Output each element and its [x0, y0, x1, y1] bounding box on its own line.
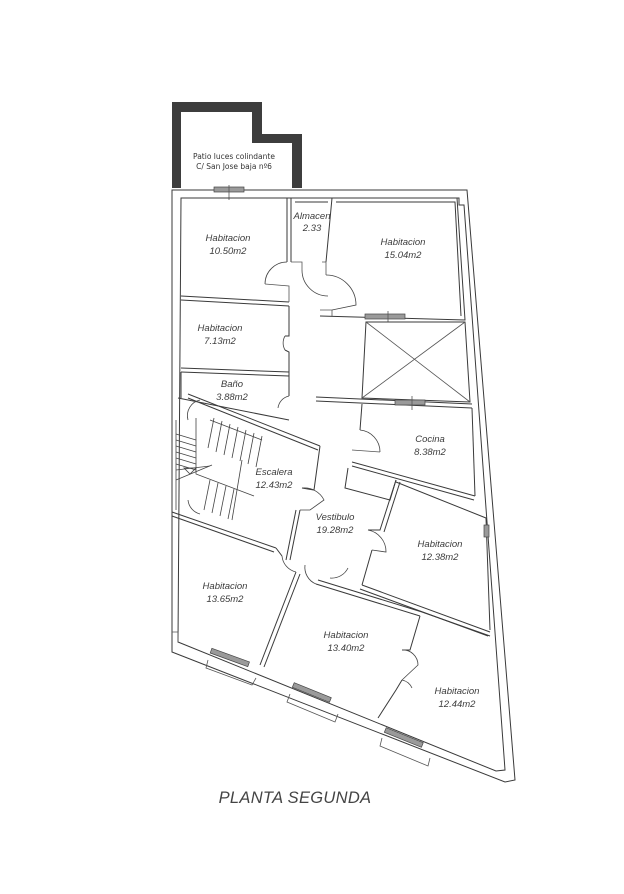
patio-label-line1: Patio luces colindante: [193, 152, 275, 161]
room-name-habitacion-4: Habitacion: [418, 539, 463, 550]
room-area-bano: 3.88m2: [216, 392, 248, 403]
room-labels: Habitacion 10.50m2 Almacen 2.33 Habitaci…: [198, 211, 480, 710]
patio-label-line2: C/ San Jose baja nº6: [196, 162, 272, 171]
staircase-icon: [175, 417, 263, 521]
room-name-escalera: Escalera: [256, 467, 293, 478]
room-name-habitacion-5: Habitacion: [203, 581, 248, 592]
room-name-habitacion-1: Habitacion: [206, 233, 251, 244]
outer-walls: [171, 189, 516, 783]
patio-walls: [172, 102, 302, 188]
room-area-habitacion-7: 12.44m2: [439, 699, 477, 710]
room-area-habitacion-5: 13.65m2: [207, 594, 245, 605]
room-area-almacen: 2.33: [302, 223, 322, 234]
room-area-habitacion-4: 12.38m2: [422, 552, 460, 563]
room-name-bano: Baño: [221, 379, 243, 390]
room-name-vestibulo: Vestibulo: [316, 512, 355, 523]
room-area-cocina: 8.38m2: [414, 447, 446, 458]
room-area-vestibulo: 19.28m2: [317, 525, 355, 536]
doors: [187, 261, 419, 689]
room-name-almacen: Almacen: [293, 211, 331, 222]
room-area-escalera: 12.43m2: [256, 480, 294, 491]
room-name-habitacion-6: Habitacion: [324, 630, 369, 641]
room-name-habitacion-7: Habitacion: [435, 686, 480, 697]
room-name-cocina: Cocina: [415, 434, 445, 445]
room-name-habitacion-3: Habitacion: [198, 323, 243, 334]
room-area-habitacion-3: 7.13m2: [204, 336, 236, 347]
room-name-habitacion-2: Habitacion: [381, 237, 426, 248]
plan-title: PLANTA SEGUNDA: [219, 789, 372, 807]
room-area-habitacion-1: 10.50m2: [210, 246, 248, 257]
room-area-habitacion-6: 13.40m2: [328, 643, 366, 654]
interior-walls: [171, 197, 491, 767]
room-area-habitacion-2: 15.04m2: [385, 250, 423, 261]
